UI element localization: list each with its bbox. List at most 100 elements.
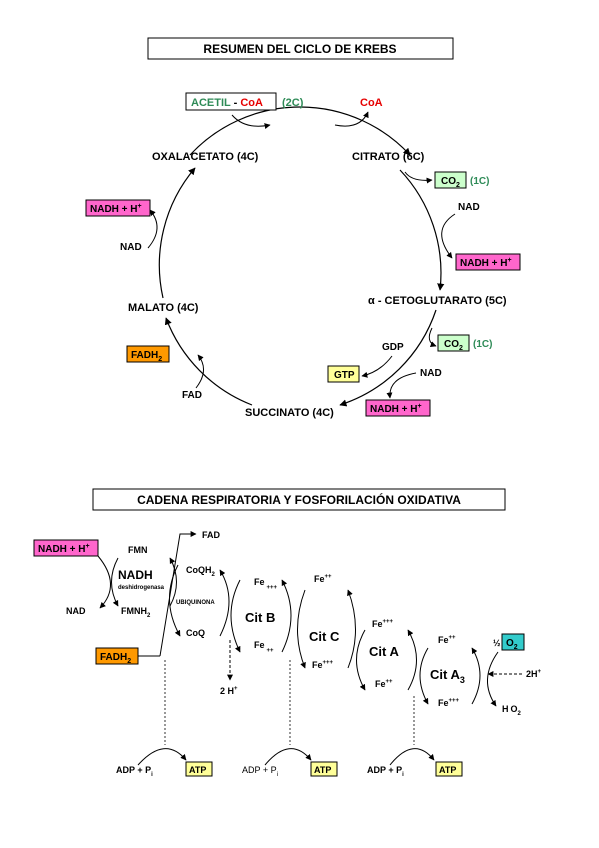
fadh-box <box>126 345 170 363</box>
atp-3-box <box>435 761 463 777</box>
krebs-title: RESUMEN DEL CICLO DE KREBS <box>203 42 396 56</box>
cit-a3-label: Cit A3 <box>430 667 465 685</box>
cadena-title-box <box>92 488 506 511</box>
fe3-a-label: Fe+++ <box>372 619 394 629</box>
krebs-title-box <box>147 37 454 60</box>
nad-3-arrow <box>147 209 158 249</box>
nadh-3-label: NADH + H+ <box>90 203 142 215</box>
fe-b-top-label: Fe+++ <box>254 577 278 591</box>
gdp-arrow <box>361 355 393 378</box>
nadh-2-box <box>365 399 431 417</box>
fe-b-bottom-label: Fe++ <box>254 640 274 654</box>
cit-c-cycle-right <box>347 589 356 669</box>
co2-1-arrow <box>404 171 433 184</box>
adp-2-label: ADP + Pi <box>242 765 278 778</box>
fe2-a3-label: Fe++ <box>438 635 456 645</box>
nadh-2-label: NADH + H+ <box>370 403 422 415</box>
atp-2-label: ATP <box>314 765 331 775</box>
two-h-label: 2 H+ <box>220 686 238 696</box>
fmn-cycle-right <box>169 557 177 607</box>
coq-cycle-left <box>169 564 181 637</box>
krebs-section: RESUMEN DEL CICLO DE KREBS ACETIL - CoA … <box>85 37 521 419</box>
half-label: ½ <box>493 638 501 648</box>
oxalacetato-label: OXALACETATO (4C) <box>152 151 259 163</box>
nadh-3-box <box>85 199 151 217</box>
fe2-a-label: Fe++ <box>375 679 393 689</box>
coq-label: CoQ <box>186 628 205 638</box>
co2-2-carbons: (1C) <box>473 339 492 350</box>
fmn-cycle-left <box>111 557 119 607</box>
cadena-section: CADENA RESPIRATORIA Y FOSFORILACIÓN OXID… <box>33 488 542 778</box>
co2-2-label: CO2 <box>444 339 463 352</box>
cit-c-cycle-left <box>297 589 306 669</box>
coqh-label: CoQH2 <box>186 565 216 578</box>
atp-arrow-3 <box>389 748 435 766</box>
gtp-label: GTP <box>334 370 355 381</box>
acetil-coa-label: ACETIL - CoA <box>191 97 263 109</box>
nad-2-label: NAD <box>420 368 442 379</box>
atp-1-box <box>185 761 213 777</box>
atp-3-label: ATP <box>439 765 456 775</box>
cit-a3-cycle-right <box>471 647 481 705</box>
cit-a-cycle-right <box>407 629 417 691</box>
fad-arrow <box>195 354 204 389</box>
nadh-enzyme-label: NADH <box>118 568 153 582</box>
nad-1-label: NAD <box>458 202 480 213</box>
cadena-fadh-label: FADH2 <box>100 652 131 665</box>
atp-2-box <box>310 761 338 777</box>
cit-b-label: Cit B <box>245 610 275 625</box>
arc-succinato-malato <box>164 317 253 406</box>
co2-2-arrow <box>428 327 437 347</box>
malato-label: MALATO (4C) <box>128 302 199 314</box>
two-h-right-label: 2H+ <box>526 669 542 679</box>
cit-a-cycle-left <box>356 629 366 691</box>
arc-malato-oxalacetato <box>158 167 196 299</box>
co2-2-box <box>437 334 470 352</box>
fad-label: FAD <box>182 390 202 401</box>
co2-1-box <box>434 171 467 189</box>
nad-3-label: NAD <box>120 242 142 253</box>
cit-a3-cycle-left <box>419 647 429 705</box>
cadena-nadh-label: NADH + H+ <box>38 543 90 555</box>
fmnh-label: FMNH2 <box>121 606 151 619</box>
nadh-1-box <box>455 253 521 271</box>
citrato-label: CITRATO (6C) <box>352 151 425 163</box>
adp-3-label: ADP + Pi <box>367 765 404 778</box>
cit-a-label: Cit A <box>369 644 399 659</box>
coa-out-label: CoA <box>360 97 383 109</box>
o2-to-h2o-arrow <box>487 651 499 707</box>
cit-b-cycle-left <box>230 579 241 653</box>
nad-1-arrow <box>441 213 456 259</box>
fadh-label: FADH2 <box>131 350 162 363</box>
co2-1-label: CO2 <box>441 176 460 189</box>
ubiquinona-label: UBIQUINONA <box>176 600 215 606</box>
o2-box <box>501 633 525 651</box>
cadena-fad-label: FAD <box>202 530 221 540</box>
nad-2-arrow <box>386 372 417 399</box>
acetil-entry-arrow <box>231 114 271 129</box>
fe3-c-label: Fe+++ <box>312 660 334 670</box>
cadena-nad-label: NAD <box>66 606 86 616</box>
ketoglutarato-label: α - CETOGLUTARATO (5C) <box>368 295 507 307</box>
cit-c-label: Cit C <box>309 629 340 644</box>
nadh-1-label: NADH + H+ <box>460 257 512 269</box>
atp-arrow-2 <box>264 748 312 766</box>
cit-b-cycle-right <box>281 579 292 653</box>
nadh-to-nad-arrow <box>97 555 111 609</box>
fadh-to-fad-arrow <box>159 531 197 657</box>
acetil-coa-box <box>185 92 277 111</box>
gdp-label: GDP <box>382 342 404 353</box>
o2-label: O2 <box>506 638 518 651</box>
coq-cycle-right <box>219 569 230 637</box>
coa-exit-arrow <box>334 111 369 127</box>
atp-1-label: ATP <box>189 765 206 775</box>
succinato-label: SUCCINATO (4C) <box>245 407 334 419</box>
atp-arrow-1 <box>137 748 187 766</box>
cadena-title: CADENA RESPIRATORIA Y FOSFORILACIÓN OXID… <box>137 492 461 507</box>
cadena-nadh-box <box>33 539 99 557</box>
acetil-carbons: (2C) <box>282 97 304 109</box>
fe2-c-label: Fe++ <box>314 574 332 584</box>
deshidrogenasa-label: deshidrogenasa <box>118 585 165 591</box>
